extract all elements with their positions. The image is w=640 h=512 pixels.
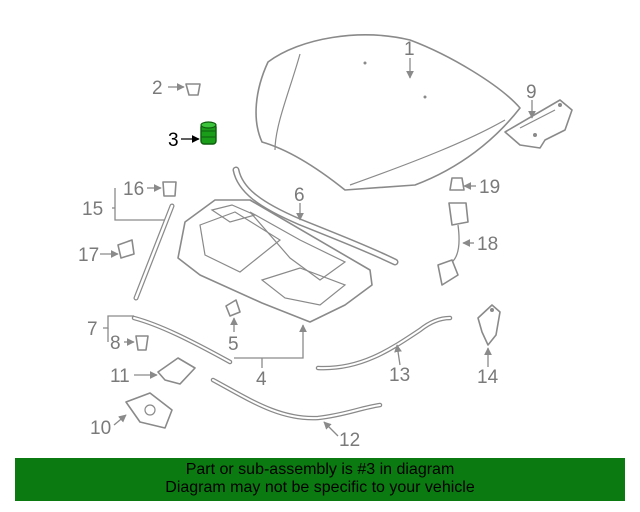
- hood-support-rod: [133, 203, 175, 301]
- latch-striker-11: [157, 357, 196, 385]
- callout-5: 5: [228, 334, 239, 355]
- clip-17: [117, 239, 135, 259]
- leader-lines: [100, 58, 536, 437]
- callout-18: 18: [477, 234, 498, 255]
- push-clip-5: [225, 299, 241, 317]
- callout-12: 12: [339, 430, 360, 451]
- hood-cushion-highlighted: [200, 121, 217, 145]
- callout-13: 13: [389, 365, 410, 386]
- grommet-8: [135, 335, 149, 351]
- parts-diagram: 1 2 3 4 5 6 7 8 9 10 11 12 13 14 15 16 1…: [78, 34, 573, 451]
- callout-3-highlighted: 3: [168, 130, 179, 151]
- release-handle-14: [477, 304, 501, 346]
- callout-1: 1: [404, 39, 415, 60]
- callout-4: 4: [256, 369, 267, 390]
- callout-17: 17: [78, 245, 99, 266]
- hood-seal: [232, 166, 399, 266]
- footer-line-part-reference: Part or sub-assembly is #3 in diagram: [185, 461, 455, 478]
- bumper-19: [449, 177, 465, 191]
- callout-labels: 1 2 3 4 5 6 7 8 9 10 11 12 13 14 15 16 1…: [78, 39, 537, 451]
- release-cable-12: [210, 377, 383, 421]
- callout-2: 2: [152, 78, 163, 99]
- callout-11: 11: [110, 366, 130, 387]
- callout-19: 19: [479, 177, 500, 198]
- footer-line-disclaimer: Diagram may not be specific to your vehi…: [165, 479, 475, 496]
- callout-7: 7: [87, 319, 98, 340]
- callout-9: 9: [526, 82, 537, 103]
- hood-panel: [255, 34, 521, 191]
- hood-latch-10: [125, 392, 173, 429]
- bumper-stop: [185, 83, 201, 96]
- hood-insulator: [177, 199, 373, 323]
- callout-14: 14: [477, 367, 499, 388]
- support-bar-7: [131, 315, 233, 365]
- callout-16: 16: [123, 179, 144, 200]
- footer-banner: Part or sub-assembly is #3 in diagram Di…: [15, 458, 625, 501]
- callout-8: 8: [110, 333, 121, 354]
- hood-hinge: [504, 99, 573, 149]
- callout-10: 10: [90, 418, 111, 439]
- callout-6: 6: [294, 185, 305, 206]
- release-cable-13: [315, 315, 453, 371]
- callout-15: 15: [82, 199, 103, 220]
- clip-16: [162, 181, 177, 197]
- latch-sensor: [437, 202, 469, 286]
